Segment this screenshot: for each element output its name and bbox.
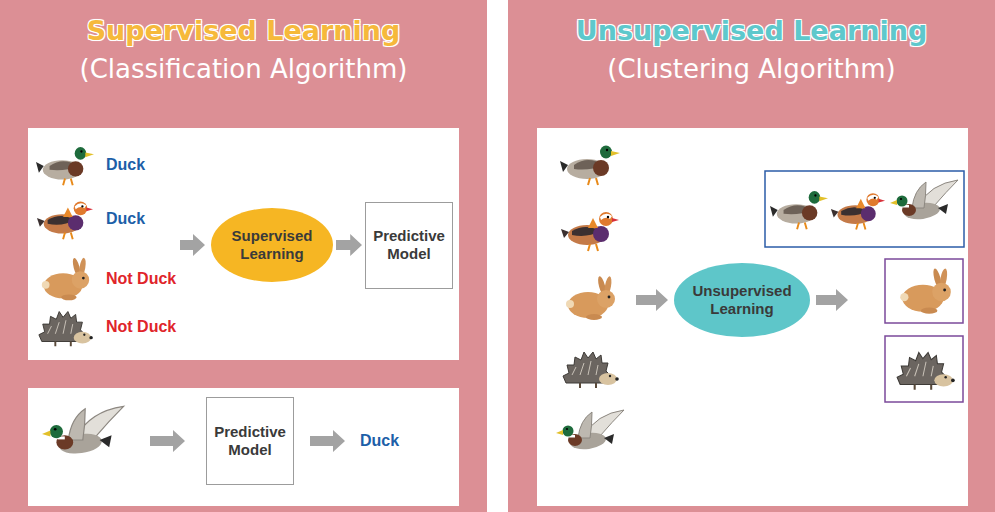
node-text: Supervised Learning [232,227,313,263]
mandarin-picture [37,202,93,240]
duck-cluster-box [765,171,964,247]
node-text: Unsupervised Learning [692,282,791,318]
right-panel-ground [508,0,995,512]
class-label: Not Duck [106,269,176,289]
class-label: Duck [106,209,145,229]
input-arrow [150,430,185,452]
mallard-picture [770,191,828,229]
prediction-card [28,388,459,506]
rabbit-picture [900,268,951,314]
input-arrow [636,289,668,311]
node-text: Predictive Model [214,423,286,459]
class-label: Duck [360,431,399,451]
rabbit-picture [42,257,89,300]
panel-title: Unsupervised Learning [508,14,995,48]
panel-title: Supervised Learning [0,14,487,48]
class-label: Duck [106,155,145,175]
hedgehog-picture [39,312,93,347]
node-text: Predictive Model [373,227,445,263]
training-card [28,128,459,360]
clustering-card [537,128,968,506]
rabbit-cluster-box [885,259,963,323]
mallard-picture [560,146,620,186]
input-arrow [180,234,205,256]
flying-duck-picture [556,410,624,451]
hedgehog-picture [563,352,619,388]
mandarin-picture [831,193,885,229]
hedgehog-picture [897,352,955,389]
process-box: Predictive Model [206,397,294,485]
panel-region: Supervised Learning (Classification Algor… [0,0,487,512]
ellipse-fill [211,208,333,282]
rabbit-picture [566,276,615,320]
class-label: Not Duck [106,317,176,337]
mallard-picture [36,147,94,185]
flying-duck-picture [42,406,124,456]
flying-duck-picture [890,180,958,221]
process-ellipse: Unsupervised Learning [674,263,810,337]
ellipse-fill [674,263,810,337]
process-box: Predictive Model [365,202,453,289]
mandarin-picture [561,212,619,251]
left-panel-ground [0,0,487,512]
output-arrow [310,430,345,452]
panel-region: Unsupervised Learning (Clustering Algorit… [508,0,995,512]
panel-subtitle: (Clustering Algorithm) [508,52,995,86]
panel-subtitle: (Classification Algorithm) [0,52,487,86]
process-ellipse: Supervised Learning [211,208,333,282]
output-arrow [816,289,848,311]
hedgehog-cluster-box [885,336,963,402]
flow-arrow [336,234,362,256]
